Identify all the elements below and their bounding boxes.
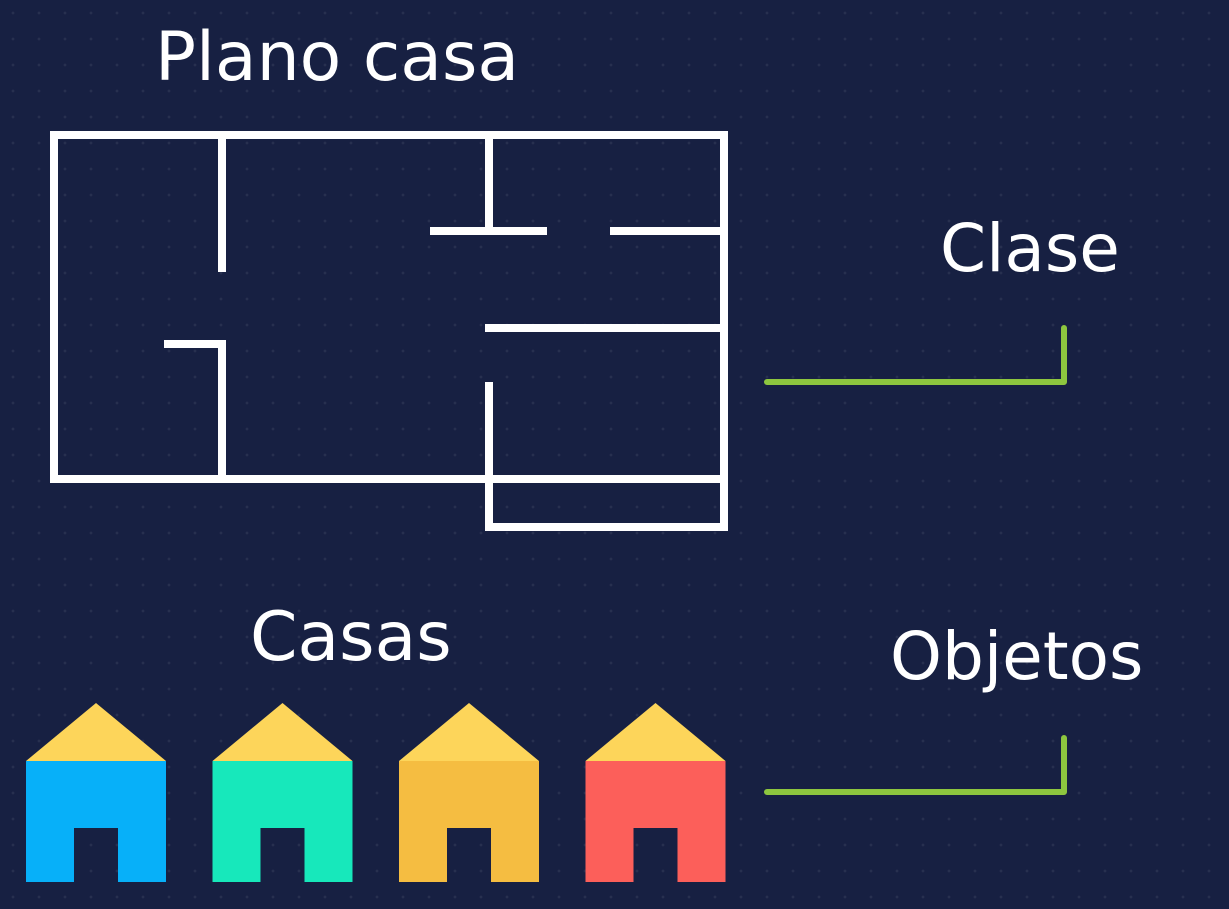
house-yellow — [399, 703, 539, 882]
class-label: Clase — [940, 210, 1120, 287]
house-roof — [399, 703, 539, 761]
house-roof — [212, 703, 353, 761]
plan-title: Plano casa — [155, 18, 520, 97]
house-red — [585, 703, 726, 882]
houses-row — [26, 703, 726, 882]
house-body — [26, 761, 166, 882]
house-teal — [212, 703, 353, 882]
floor-plan-outer-wall — [50, 131, 728, 483]
house-roof — [585, 703, 726, 761]
house-blue — [26, 703, 166, 882]
class-connector-line — [764, 325, 1067, 385]
house-roof — [26, 703, 166, 761]
house-body — [585, 761, 726, 882]
connectors — [764, 325, 1067, 795]
houses-label: Casas — [250, 598, 452, 677]
house-body — [212, 761, 353, 882]
floor-plan — [50, 131, 728, 531]
objects-label: Objetos — [890, 618, 1144, 695]
objects-connector-line — [764, 735, 1067, 795]
house-body — [399, 761, 539, 882]
